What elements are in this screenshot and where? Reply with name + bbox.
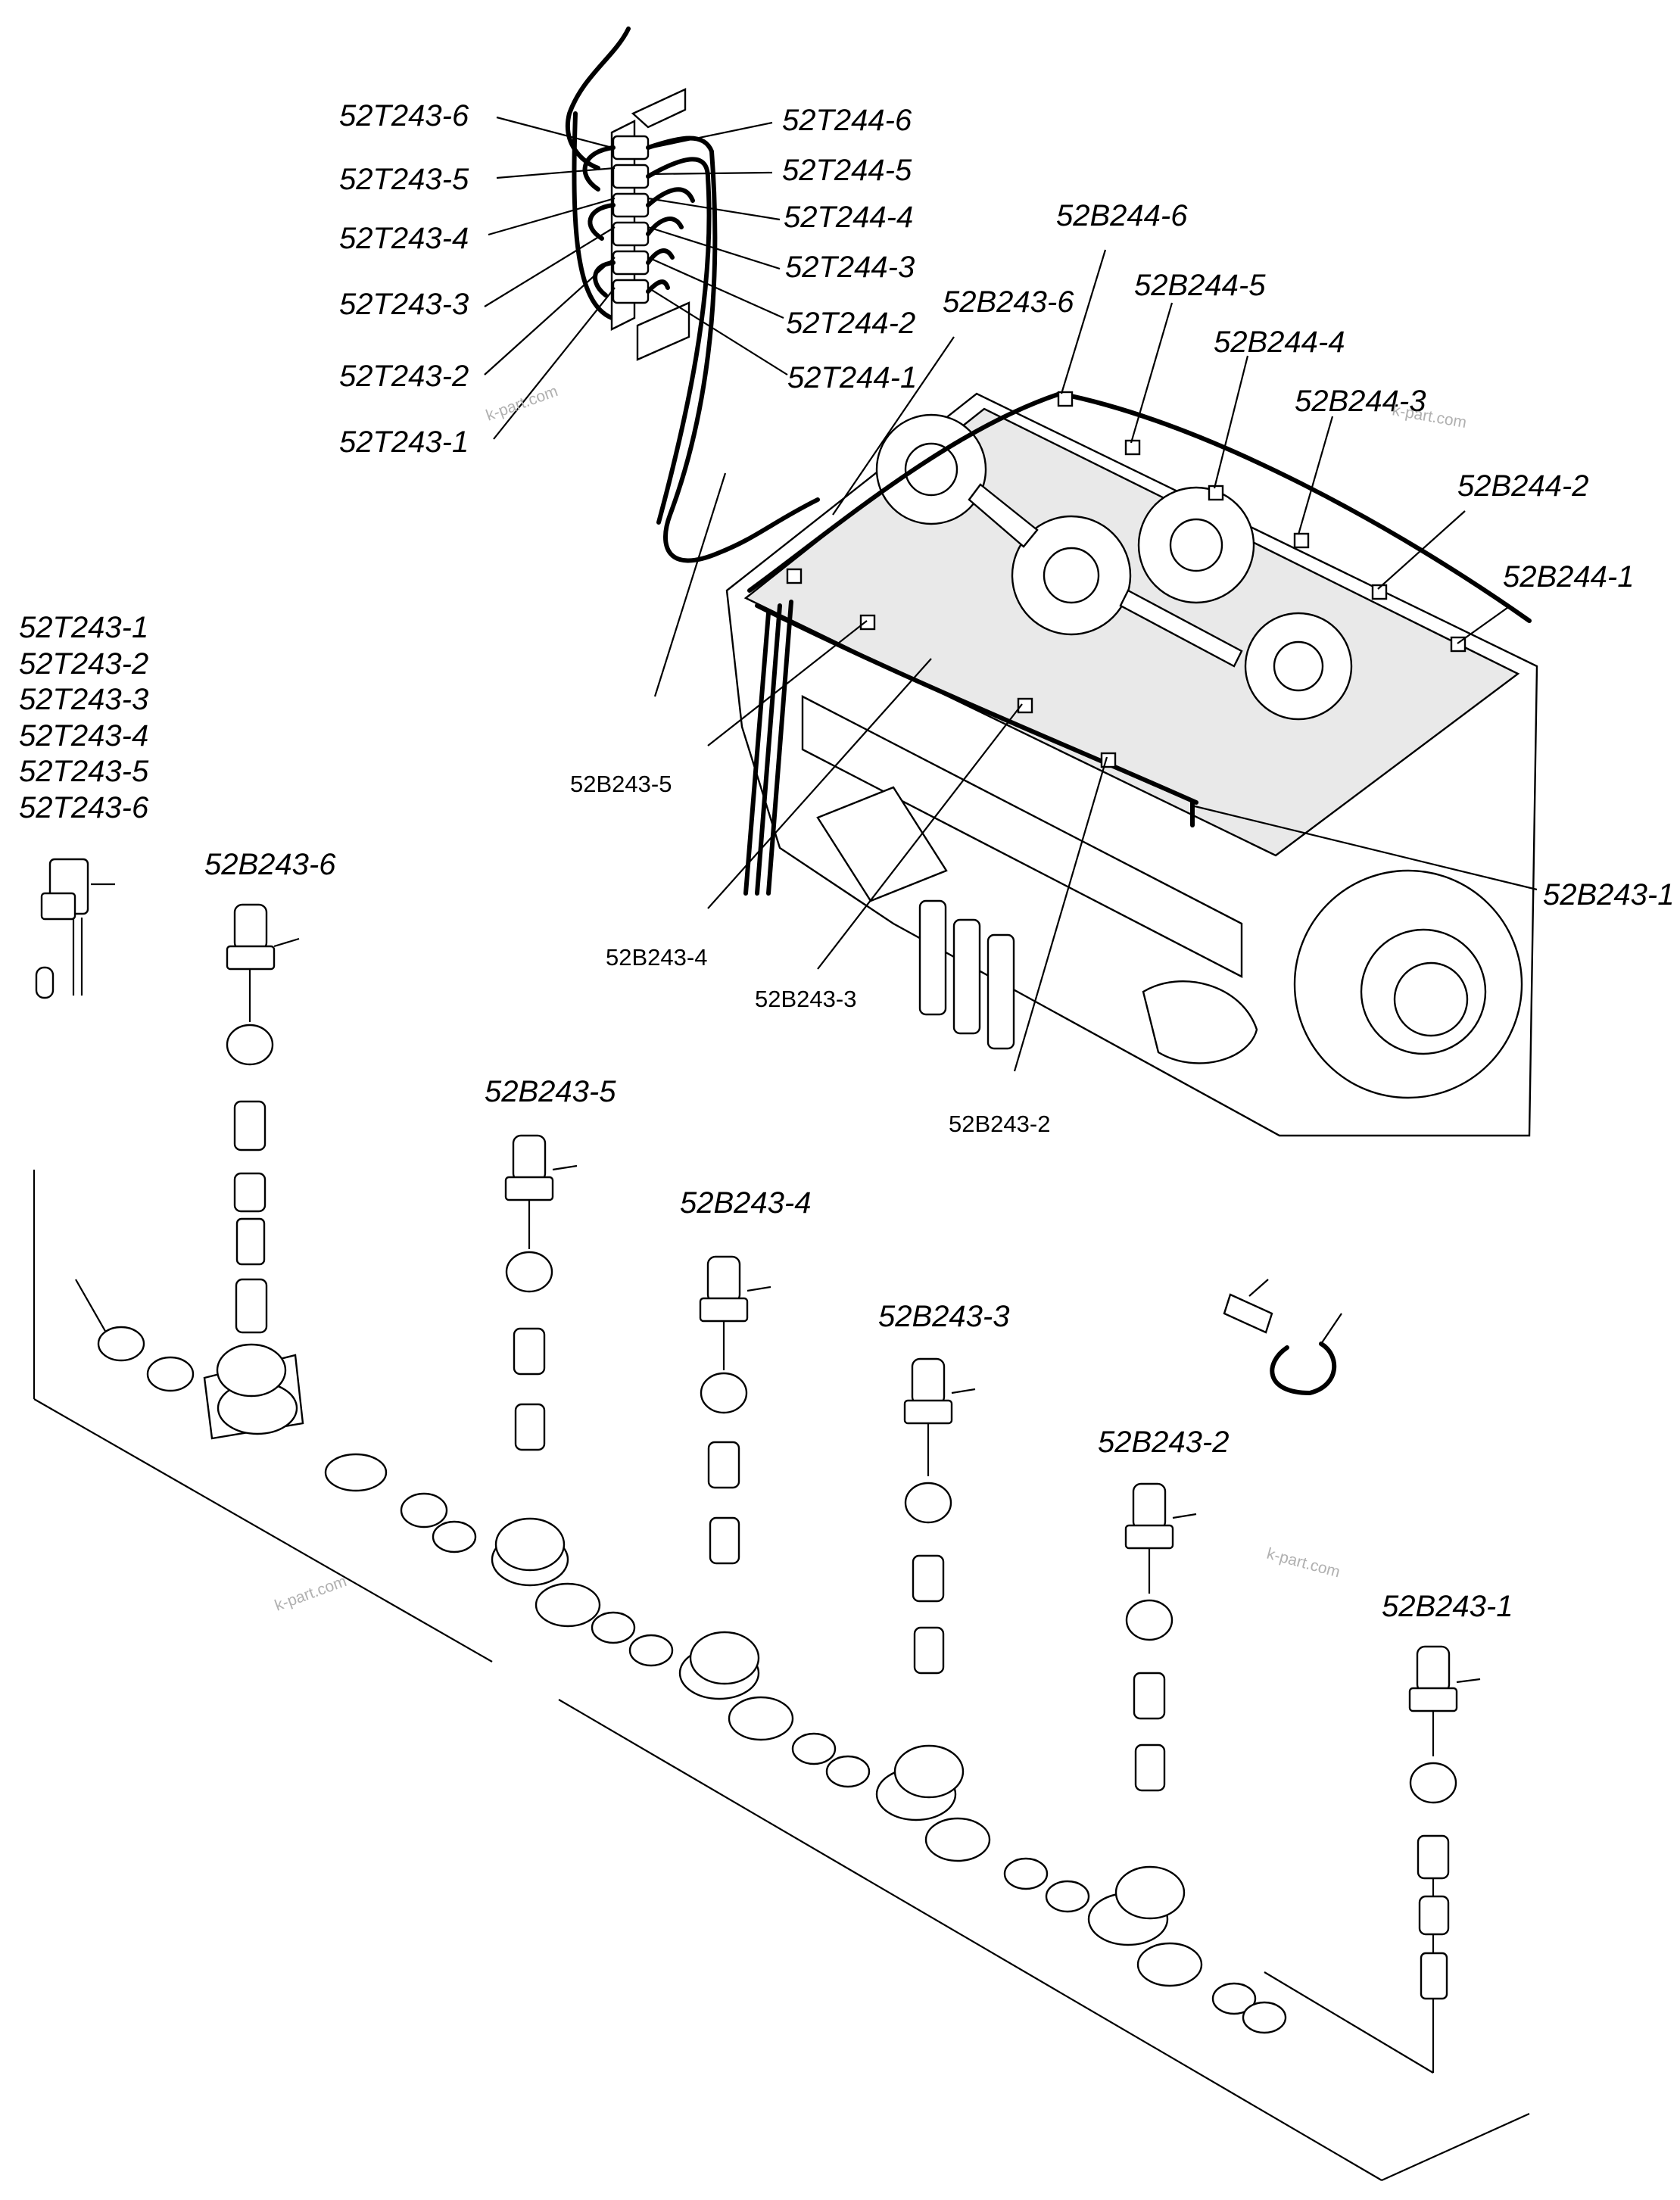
engine-labels-b244: 52B244-6 52B244-5 52B244-4 52B244-3 52B2… bbox=[1056, 199, 1634, 594]
label-52b243-6-engine: 52B243-6 bbox=[943, 285, 1074, 319]
label-52t243-4: 52T243-4 bbox=[339, 222, 469, 255]
label-52b243-1-engine: 52B243-1 bbox=[1543, 878, 1674, 911]
label-52t243-2: 52T243-2 bbox=[339, 360, 469, 393]
stack-label-1: 52T243-1 bbox=[19, 611, 148, 644]
sensor-stack-6 bbox=[216, 903, 300, 1398]
label-52b244-1: 52B244-1 bbox=[1503, 560, 1634, 594]
label-52t244-1: 52T244-1 bbox=[787, 361, 917, 394]
stack-label-3: 52T243-3 bbox=[19, 683, 148, 716]
label-52b244-4: 52B244-4 bbox=[1214, 326, 1345, 359]
engine-labels-b243: 52B243-6 52B243-5 52B243-4 52B243-3 52B2… bbox=[570, 285, 1674, 1137]
watermark: k-part.com bbox=[273, 1572, 349, 1615]
sensor-stack-4 bbox=[689, 1255, 771, 1685]
label-52t243-3: 52T243-3 bbox=[339, 288, 469, 321]
label-52b243-6-sensor: 52B243-6 bbox=[204, 848, 336, 881]
label-52b244-2: 52B244-2 bbox=[1457, 469, 1588, 503]
label-52b244-6: 52B244-6 bbox=[1056, 199, 1188, 232]
label-52b243-5-engine: 52B243-5 bbox=[570, 771, 672, 797]
sensor-stack-3 bbox=[893, 1357, 976, 1799]
sensor-stack-1 bbox=[1408, 1645, 1481, 2000]
label-52b243-4-sensor: 52B243-4 bbox=[680, 1186, 811, 1220]
label-52b243-1-sensor: 52B243-1 bbox=[1382, 1590, 1513, 1623]
watermark: k-part.com bbox=[484, 382, 560, 425]
sensor-mount-markers bbox=[786, 391, 1466, 768]
sensor-labels: 52B243-6 52B243-5 52B243-4 52B243-3 52B2… bbox=[204, 848, 1513, 1623]
label-52t243-1: 52T243-1 bbox=[339, 425, 469, 459]
label-52t244-2: 52T244-2 bbox=[786, 307, 915, 340]
label-52b243-5-sensor: 52B243-5 bbox=[485, 1075, 616, 1108]
label-52t243-5: 52T243-5 bbox=[339, 163, 469, 196]
terminal-leader-lines bbox=[484, 116, 788, 440]
sensor-stack-2 bbox=[1114, 1482, 1197, 1920]
label-52t244-3: 52T244-3 bbox=[785, 251, 915, 284]
label-52b244-3: 52B244-3 bbox=[1295, 385, 1426, 418]
label-52b243-2-engine: 52B243-2 bbox=[949, 1111, 1050, 1137]
label-52t243-6: 52T243-6 bbox=[339, 99, 469, 132]
sensor-harness-exploded bbox=[33, 858, 1530, 2182]
watermark: k-part.com bbox=[1391, 401, 1468, 432]
terminal-block-assembly bbox=[566, 26, 820, 563]
label-52t244-6: 52T244-6 bbox=[782, 104, 912, 137]
label-52t244-5: 52T244-5 bbox=[782, 154, 912, 187]
sensor-stack-5 bbox=[494, 1134, 578, 1572]
engine-illustration bbox=[725, 391, 1538, 1395]
terminal-labels-right: 52T244-6 52T244-5 52T244-4 52T244-3 52T2… bbox=[782, 104, 917, 394]
label-52t244-4: 52T244-4 bbox=[784, 201, 913, 234]
stack-label-2: 52T243-2 bbox=[19, 647, 148, 681]
label-52b243-3-engine: 52B243-3 bbox=[755, 986, 856, 1012]
connector-stack-labels: 52T243-1 52T243-2 52T243-3 52T243-4 52T2… bbox=[19, 611, 149, 824]
stack-label-5: 52T243-5 bbox=[19, 755, 149, 788]
terminal-labels-left: 52T243-6 52T243-5 52T243-4 52T243-3 52T2… bbox=[339, 99, 469, 459]
label-52b243-2-sensor: 52B243-2 bbox=[1098, 1426, 1229, 1459]
cable-tie-parts bbox=[1223, 1279, 1342, 1395]
label-52b244-5: 52B244-5 bbox=[1134, 269, 1266, 302]
label-52b243-4-engine: 52B243-4 bbox=[606, 944, 707, 971]
stack-label-4: 52T243-4 bbox=[19, 719, 148, 753]
label-52b243-3-sensor: 52B243-3 bbox=[878, 1300, 1009, 1333]
watermark: k-part.com bbox=[1265, 1545, 1342, 1581]
engine-leader-lines bbox=[653, 249, 1538, 1072]
stack-label-6: 52T243-6 bbox=[19, 791, 149, 824]
